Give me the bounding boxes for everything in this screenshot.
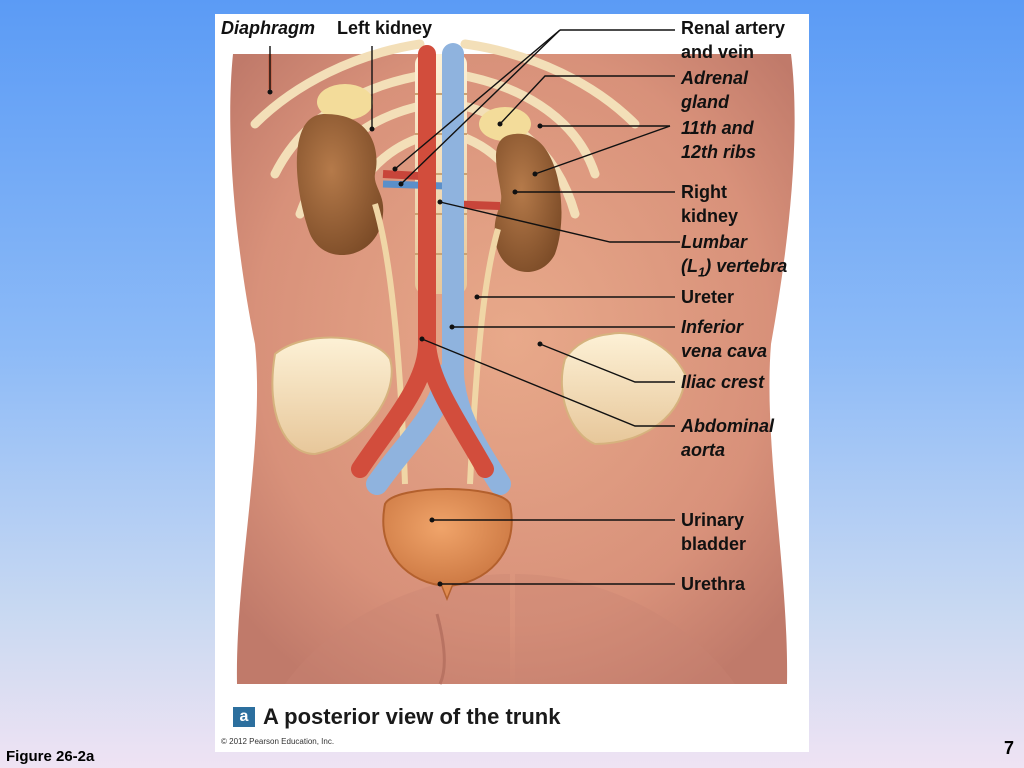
urethra bbox=[440, 583, 454, 602]
left-kidney bbox=[296, 114, 384, 256]
figure-reference: Figure 26-2a bbox=[6, 748, 95, 765]
copyright-notice: © 2012 Pearson Education, Inc. bbox=[221, 737, 335, 746]
label-adrenal-gland: Adrenal gland bbox=[681, 68, 749, 112]
right-adrenal-gland bbox=[479, 107, 531, 141]
right-buttock-shade bbox=[515, 574, 735, 684]
label-urethra: Urethra bbox=[681, 574, 746, 594]
leader-lines bbox=[269, 29, 680, 585]
caption-text: A posterior view of the trunk bbox=[263, 704, 561, 729]
left-buttock-shade bbox=[285, 574, 510, 684]
label-left-kidney: Left kidney bbox=[337, 18, 433, 38]
figure-panel: Diaphragm Left kidney Renal artery and v… bbox=[215, 14, 809, 752]
right-kidney bbox=[494, 133, 562, 273]
label-ureter: Ureter bbox=[681, 287, 735, 307]
label-diaphragm: Diaphragm bbox=[221, 18, 316, 38]
figure-caption: a A posterior view of the trunk bbox=[233, 704, 560, 730]
label-lumbar-vertebra: Lumbar (L1) vertebra bbox=[681, 232, 788, 280]
caption-badge: a bbox=[233, 707, 255, 727]
label-renal-artery-vein: Renal artery and vein bbox=[681, 18, 786, 62]
left-iliac-crest bbox=[271, 336, 393, 456]
buttock-cleft bbox=[435, 613, 446, 685]
renal-artery bbox=[382, 170, 421, 180]
urinary-bladder bbox=[382, 488, 513, 588]
label-inferior-vena-cava: Inferior vena cava bbox=[681, 317, 768, 361]
label-ribs: 11th and 12th ribs bbox=[681, 118, 757, 162]
left-adrenal-gland bbox=[317, 84, 373, 120]
anatomy-illustration bbox=[230, 29, 795, 685]
slide-number: 7 bbox=[1003, 738, 1014, 758]
leader-dots bbox=[267, 89, 543, 587]
abdominal-aorta bbox=[351, 45, 494, 478]
label-iliac-crest: Iliac crest bbox=[681, 372, 765, 392]
label-urinary-bladder: Urinary bladder bbox=[681, 510, 747, 554]
label-right-kidney: Right kidney bbox=[681, 182, 739, 226]
label-abdominal-aorta: Abdominal aorta bbox=[681, 416, 774, 460]
